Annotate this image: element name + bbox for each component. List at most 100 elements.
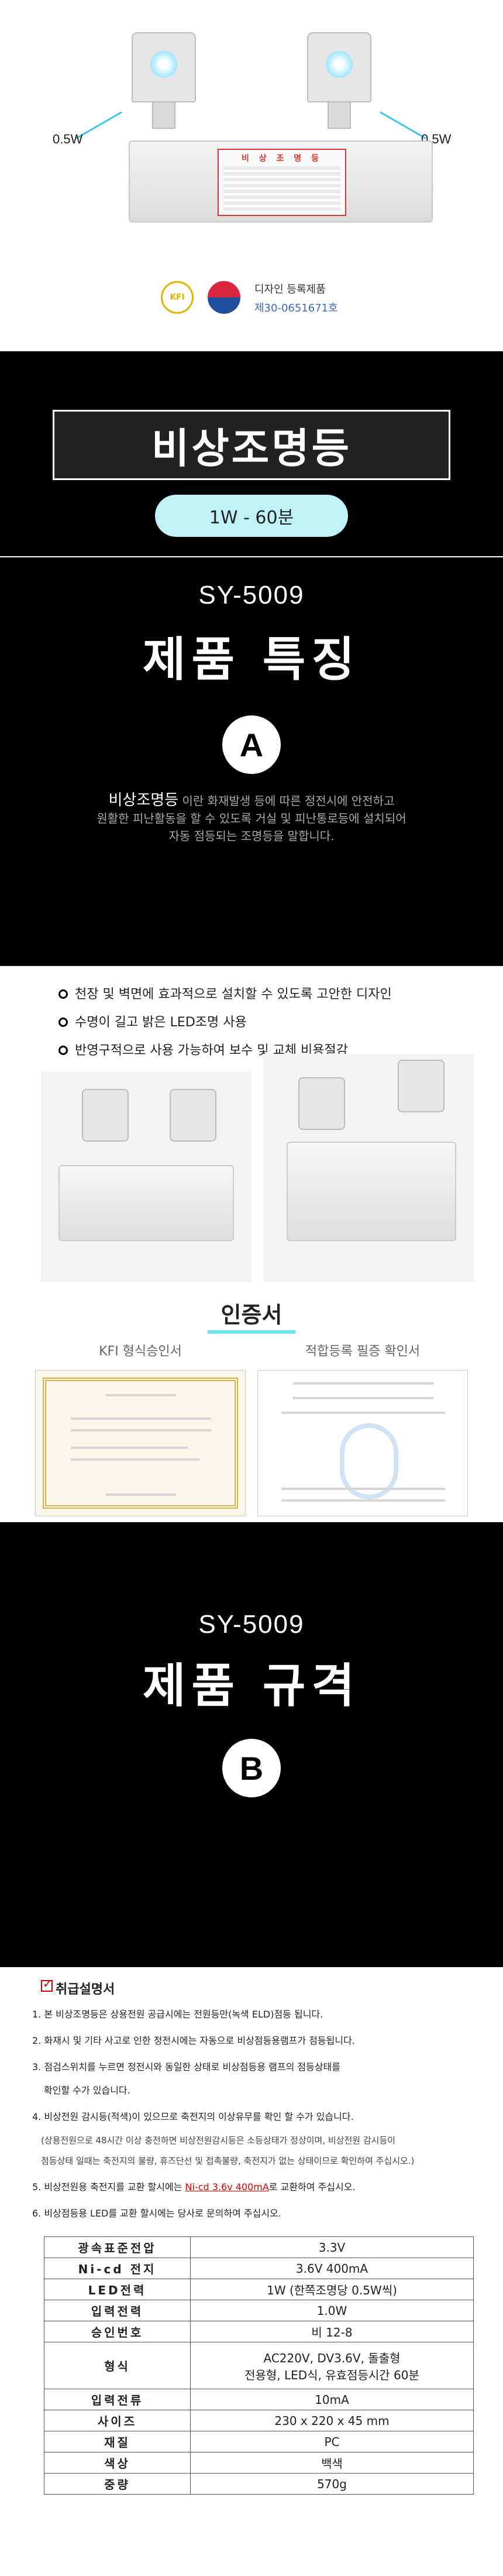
- spec-title: 제품 규격: [142, 1659, 361, 1713]
- doc-line: [281, 1412, 445, 1414]
- rating-pill: 1W - 60분: [155, 495, 348, 537]
- spec-value: 570g: [190, 2473, 474, 2495]
- registration-number: 제30-0651671호: [254, 302, 338, 314]
- right-lamp-neck: [328, 100, 351, 129]
- kfi-certificate-image: [35, 1370, 246, 1516]
- intro-highlight: 비상조명등: [108, 792, 179, 809]
- spec-header: SY-5009 제품 규격 B: [0, 1522, 503, 1967]
- spec-key: 중량: [44, 2473, 191, 2495]
- conformity-certificate-image: [257, 1370, 468, 1516]
- doc-line: [106, 1493, 176, 1496]
- note-item: (상용전원으로 48시간 이상 충전하면 비상전원감시등은 소등상태가 정상이며…: [41, 2135, 396, 2146]
- bullet-icon: [58, 989, 68, 999]
- spec-value-line: AC220V, DV3.6V, 돌출형: [263, 2351, 401, 2365]
- kfi-cert-label: KFI 형식승인서: [99, 1344, 182, 1359]
- certification-row: KFI 디자인 등록제품 제30-0651671호: [161, 275, 412, 328]
- note-item: 4. 비상전원 감시등(적색)이 있으므로 축전지의 이상유무를 확인 할 수가…: [32, 2111, 354, 2122]
- spec-value: 10mA: [190, 2389, 474, 2410]
- features-letter-badge: A: [222, 715, 281, 774]
- certificate-border: [43, 1378, 238, 1509]
- doc-line: [71, 1458, 199, 1461]
- features-header: SY-5009 제품 특징 A 비상조명등 이란 화재발생 등에 따른 정전시에…: [0, 556, 503, 966]
- main-title: 비상조명등: [53, 410, 450, 480]
- spec-key: LED전력: [44, 2279, 191, 2300]
- bullet-icon: [58, 1046, 68, 1055]
- lamp-head: [82, 1089, 129, 1142]
- doc-line: [293, 1382, 433, 1385]
- features-model-code: SY-5009: [198, 581, 305, 609]
- spec-key: 형식: [44, 2342, 191, 2389]
- title-band: 비상조명등 1W - 60분: [0, 351, 503, 556]
- plate-text-lines: [223, 166, 340, 212]
- right-arrow: [380, 111, 426, 139]
- feature-bullet: 수명이 길고 밝은 LED조명 사용: [58, 1012, 247, 1030]
- spec-value: 1.0W: [190, 2300, 474, 2321]
- features-title: 제품 특징: [142, 632, 361, 687]
- spec-model-code: SY-5009: [198, 1610, 305, 1639]
- note-item: 2. 화재시 및 기타 사고로 인한 정전시에는 자동으로 비상점등용램프가 점…: [32, 2035, 355, 2046]
- left-lamp-neck: [152, 100, 175, 129]
- hero-product-image: 0.5W 0.5W 비 상 조 명 등 KFI 디자인 등록제품 제30-065…: [29, 0, 474, 337]
- notes-title: 취급설명서: [56, 1982, 115, 1997]
- intro-line-3: 자동 점등되는 조명등을 말합니다.: [168, 829, 335, 843]
- bullet-icon: [58, 1018, 68, 1027]
- lamp-head: [170, 1089, 216, 1142]
- feature-bullet: 천장 및 벽면에 효과적으로 설치할 수 있도록 고안한 디자인: [58, 984, 392, 1002]
- doc-line: [71, 1447, 188, 1449]
- kfi-logo: KFI: [161, 281, 194, 314]
- spec-key: 사이즈: [44, 2410, 191, 2431]
- left-led-lamp: [132, 32, 196, 102]
- doc-line: [293, 1397, 433, 1399]
- left-wattage: 0.5W: [53, 132, 83, 146]
- spec-letter-badge: B: [222, 1739, 281, 1797]
- doc-line: [281, 1488, 445, 1490]
- hero-section: 0.5W 0.5W 비 상 조 명 등 KFI 디자인 등록제품 제30-065…: [0, 0, 503, 351]
- spec-value: 백색: [190, 2452, 474, 2474]
- intro-line-2: 원활한 피난활동을 할 수 있도록 거실 및 피난통로등에 설치되어: [97, 811, 406, 825]
- spec-key: 재질: [44, 2431, 191, 2452]
- note-item: 6. 비상점등용 LED를 교환 할시에는 당사로 문의하여 주십시오.: [32, 2208, 281, 2219]
- plate-title: 비 상 조 명 등: [242, 154, 322, 163]
- registration-title: 디자인 등록제품: [254, 283, 326, 296]
- spec-value: 230 x 220 x 45 mm: [190, 2410, 474, 2431]
- product-photo-front: [41, 1071, 252, 1282]
- spec-value: 3.3V: [190, 2236, 474, 2258]
- cert-underline: [208, 1330, 295, 1334]
- doc-line: [71, 1417, 211, 1420]
- checkbox-icon: [41, 1976, 53, 1992]
- spec-key: 입력전력: [44, 2300, 191, 2321]
- features-body: 천장 및 벽면에 효과적으로 설치할 수 있도록 고안한 디자인 수명이 길고 …: [0, 966, 503, 1522]
- fixture-label-plate: 비 상 조 명 등: [218, 149, 346, 216]
- note-item: 확인할 수가 있습니다.: [44, 2085, 130, 2096]
- doc-line: [71, 1429, 211, 1431]
- spec-key: Ni-cd 전지: [44, 2258, 191, 2279]
- spec-value: 3.6V 400mA: [190, 2258, 474, 2279]
- spec-value: 1W (한쪽조명당 0.5W씩): [190, 2279, 474, 2300]
- lamp-head: [398, 1060, 445, 1112]
- spec-body: 취급설명서 1. 본 비상조명등은 상용전원 공급시에는 전원등만(녹색 ELD…: [0, 1967, 503, 2576]
- cert-heading: 인증서: [221, 1302, 282, 1328]
- spec-value: PC: [190, 2431, 474, 2452]
- product-photo-angle: [263, 1054, 474, 1282]
- fixture-body: [287, 1142, 456, 1241]
- kc-mark-icon: [340, 1423, 398, 1499]
- note-item: 점등상태 일때는 축전지의 불량, 휴즈단선 및 접촉불량, 축전지가 없는 상…: [41, 2156, 415, 2166]
- fixture-body: 비 상 조 명 등: [129, 141, 433, 222]
- spec-key: 색상: [44, 2452, 191, 2474]
- spec-key: 승인번호: [44, 2321, 191, 2342]
- taeguk-emblem-icon: [208, 281, 240, 314]
- doc-line: [106, 1394, 176, 1396]
